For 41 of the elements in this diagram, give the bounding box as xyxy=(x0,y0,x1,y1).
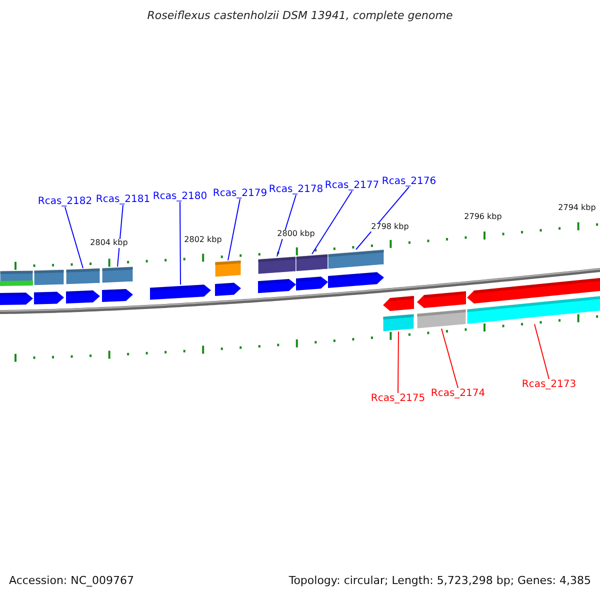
leader-line xyxy=(117,204,124,268)
gene-label: Rcas_2177 xyxy=(324,180,380,191)
gene-feature xyxy=(328,249,384,288)
gene-label: Rcas_2182 xyxy=(38,196,92,207)
gene-label: Rcas_2179 xyxy=(212,188,268,199)
axis-label: 2798 kbp xyxy=(371,223,409,232)
gene-feature xyxy=(102,266,134,302)
gene-feature xyxy=(258,256,296,294)
axis-label: 2804 kbp xyxy=(90,239,128,248)
axis-label: 2802 kbp xyxy=(184,236,222,245)
gene-label: Rcas_2180 xyxy=(152,191,208,202)
leader-line xyxy=(276,194,296,257)
gene-feature xyxy=(66,268,100,304)
gene-feature xyxy=(382,296,414,332)
gene-feature xyxy=(296,254,328,290)
leader-line xyxy=(441,328,458,388)
leader-line xyxy=(398,331,399,394)
gene-feature xyxy=(34,269,64,304)
axis-label: 2796 kbp xyxy=(464,213,502,222)
leader-line xyxy=(356,186,410,250)
genome-info-text: Topology: circular; Length: 5,723,298 bp; Genes: 4,385 xyxy=(288,575,591,588)
gene-label: Rcas_2174 xyxy=(430,388,486,399)
axis-label: 2800 kbp xyxy=(277,230,315,239)
leader-line xyxy=(228,198,240,261)
gene-label: Rcas_2178 xyxy=(268,184,324,195)
leader-line xyxy=(312,190,352,255)
leader-line xyxy=(64,206,84,269)
gene-feature xyxy=(466,278,600,324)
gene-feature xyxy=(214,260,242,296)
gene-feature xyxy=(0,270,34,305)
gene-feature xyxy=(150,284,211,300)
axis-label: 2794 kbp xyxy=(558,204,596,213)
gene-feature xyxy=(416,291,466,329)
leader-line xyxy=(534,324,550,380)
gene-label: Rcas_2173 xyxy=(522,379,576,390)
leader-line xyxy=(180,202,181,286)
title: Roseiflexus castenholzii DSM 13941, complete genome xyxy=(147,10,453,22)
accession-text: Accession: NC_009767 xyxy=(9,575,134,588)
gene-label: Rcas_2176 xyxy=(382,176,436,187)
gene-label: Rcas_2175 xyxy=(370,393,426,404)
gene-label: Rcas_2181 xyxy=(96,194,150,205)
